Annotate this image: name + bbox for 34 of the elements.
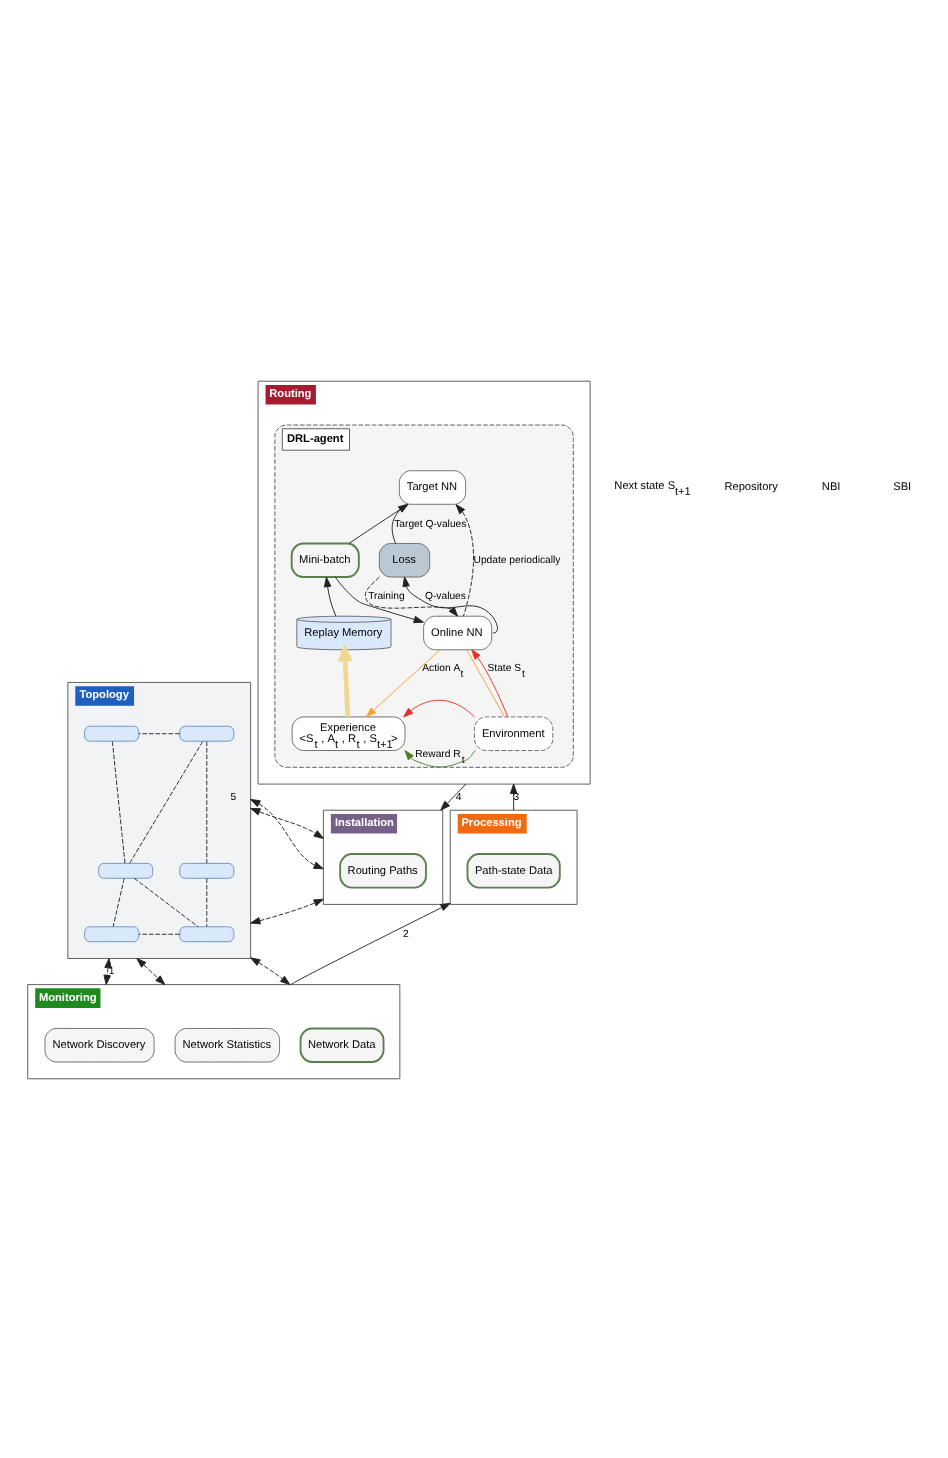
arrow	[250, 797, 324, 869]
connector	[206, 740, 208, 863]
connector	[111, 740, 126, 863]
arrow	[250, 806, 324, 838]
arrow	[323, 575, 337, 616]
node-box	[84, 925, 140, 942]
connector	[133, 876, 199, 927]
arrow	[509, 782, 518, 810]
node-box	[98, 861, 154, 878]
arrow	[136, 957, 166, 985]
arrow	[250, 956, 291, 985]
arrow	[290, 901, 451, 985]
connector	[206, 876, 208, 927]
arrow	[364, 575, 459, 616]
arrow	[455, 503, 474, 616]
arrow	[337, 643, 353, 716]
node-box	[179, 724, 235, 741]
connector	[138, 932, 181, 934]
node-box	[179, 861, 235, 878]
connector	[112, 876, 125, 927]
node-box	[179, 925, 235, 942]
arrow	[365, 648, 441, 717]
arrow	[250, 897, 324, 924]
arrow	[404, 749, 476, 767]
arrow	[403, 698, 475, 717]
arrow	[334, 575, 424, 623]
connector	[138, 732, 181, 734]
connector	[391, 502, 406, 543]
arrow	[440, 782, 467, 810]
connector	[129, 740, 204, 863]
arrow	[348, 502, 409, 543]
arrow	[103, 957, 112, 985]
node-box	[84, 724, 140, 741]
arrow	[402, 575, 498, 633]
